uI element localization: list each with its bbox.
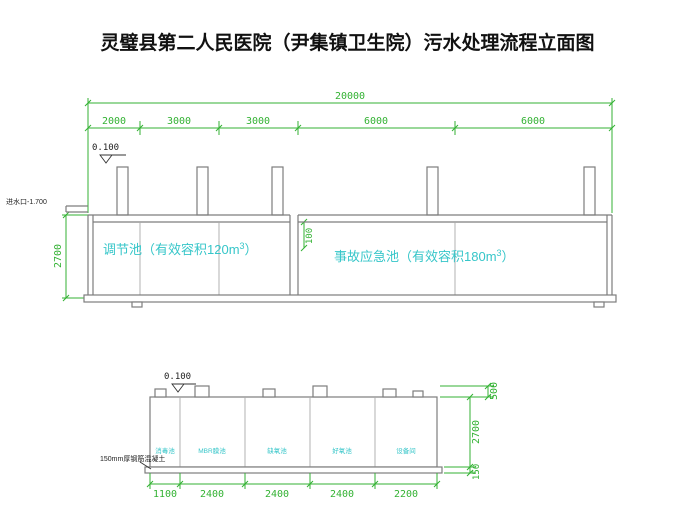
- upper-tank-outline: [87, 214, 613, 295]
- dim-seg-2: 3000: [167, 116, 191, 127]
- dim-total: 20000: [335, 91, 365, 102]
- dim-seg-4: 6000: [364, 116, 388, 127]
- nozzle: [194, 385, 210, 398]
- vent-column: [426, 166, 439, 216]
- slab-note-leader: [139, 461, 152, 470]
- vent-column: [196, 166, 209, 216]
- upper-bottom-slab: [83, 294, 617, 303]
- dim-right-500: 500: [489, 382, 500, 400]
- nozzle: [382, 388, 397, 398]
- footing: [593, 301, 605, 308]
- lower-dimension-lines: [149, 385, 494, 489]
- dim-right-2700: 2700: [471, 420, 482, 444]
- upper-tank-partitions: [139, 222, 456, 295]
- nozzle: [412, 390, 424, 398]
- elevation-symbol-icon: [171, 383, 196, 393]
- upper-dimension-ticks: [62, 99, 616, 302]
- dim-bottom-2: 2400: [200, 489, 224, 500]
- vent-column: [271, 166, 284, 216]
- top-nozzles: [154, 385, 424, 398]
- vent-column: [116, 166, 129, 216]
- tank2-label-close: ）: [502, 249, 515, 264]
- cell-label-3: 缺氧池: [267, 446, 287, 455]
- lower-tank-partitions: [179, 397, 376, 467]
- drawing-title: 灵璧县第二人民医院（尹集镇卫生院）污水处理流程立面图: [100, 33, 595, 54]
- dim-bottom-5: 2200: [394, 489, 418, 500]
- lower-tank-outline: [149, 396, 438, 468]
- inlet-label: 进水口-1.700: [6, 197, 47, 206]
- nozzle: [312, 385, 328, 398]
- footing: [131, 301, 143, 308]
- cell-label-2: MBR膜池: [198, 446, 226, 455]
- dim-mid: 100: [305, 228, 315, 244]
- dim-bottom-3: 2400: [265, 489, 289, 500]
- tank1-label-text: 调节池（有效容积120m: [103, 242, 240, 257]
- slab-note: 150mm厚钢筋混凝土: [100, 454, 165, 463]
- cell-label-1: 消毒池: [155, 446, 175, 455]
- lower-bottom-slab: [144, 466, 443, 474]
- upper-dimension-lines: [62, 98, 613, 299]
- dim-seg-1: 2000: [102, 116, 126, 127]
- vent-column: [583, 166, 596, 216]
- cell-label-4: 好氧池: [332, 446, 352, 455]
- dim-seg-5: 6000: [521, 116, 545, 127]
- dim-depth: 2700: [53, 244, 64, 268]
- tank2-label: 事故应急池（有效容积180m3）: [334, 248, 515, 264]
- dim-bottom-4: 2400: [330, 489, 354, 500]
- dim-seg-3: 3000: [246, 116, 270, 127]
- tank1-label-close: ）: [245, 242, 258, 257]
- cell-label-5: 设备间: [396, 446, 416, 455]
- tank1-label-sup: 3: [240, 241, 245, 251]
- elevation-symbol-icon: [99, 154, 126, 164]
- upper-elevation: 20000 2000 3000 3000 6000 6000 2700 100 …: [6, 91, 617, 308]
- dim-right-150: 150: [472, 464, 482, 480]
- lower-elevation: 0.100 消毒池 MBR膜池 缺氧池 好氧池 设备间 150mm厚钢筋混凝土: [100, 372, 500, 500]
- tank2-label-sup: 3: [497, 248, 502, 258]
- nozzle: [154, 388, 167, 398]
- tank1-label: 调节池（有效容积120m3）: [103, 241, 258, 257]
- tank2-label-text: 事故应急池（有效容积180m: [334, 249, 497, 264]
- elevation-label-upper: 0.100: [92, 143, 119, 153]
- inlet-pipe: [65, 205, 88, 213]
- lower-dimension-ticks: [146, 382, 492, 488]
- nozzle: [262, 388, 276, 398]
- vent-columns: [116, 166, 596, 216]
- dim-bottom-1: 1100: [153, 489, 177, 500]
- elevation-label-lower: 0.100: [164, 372, 191, 382]
